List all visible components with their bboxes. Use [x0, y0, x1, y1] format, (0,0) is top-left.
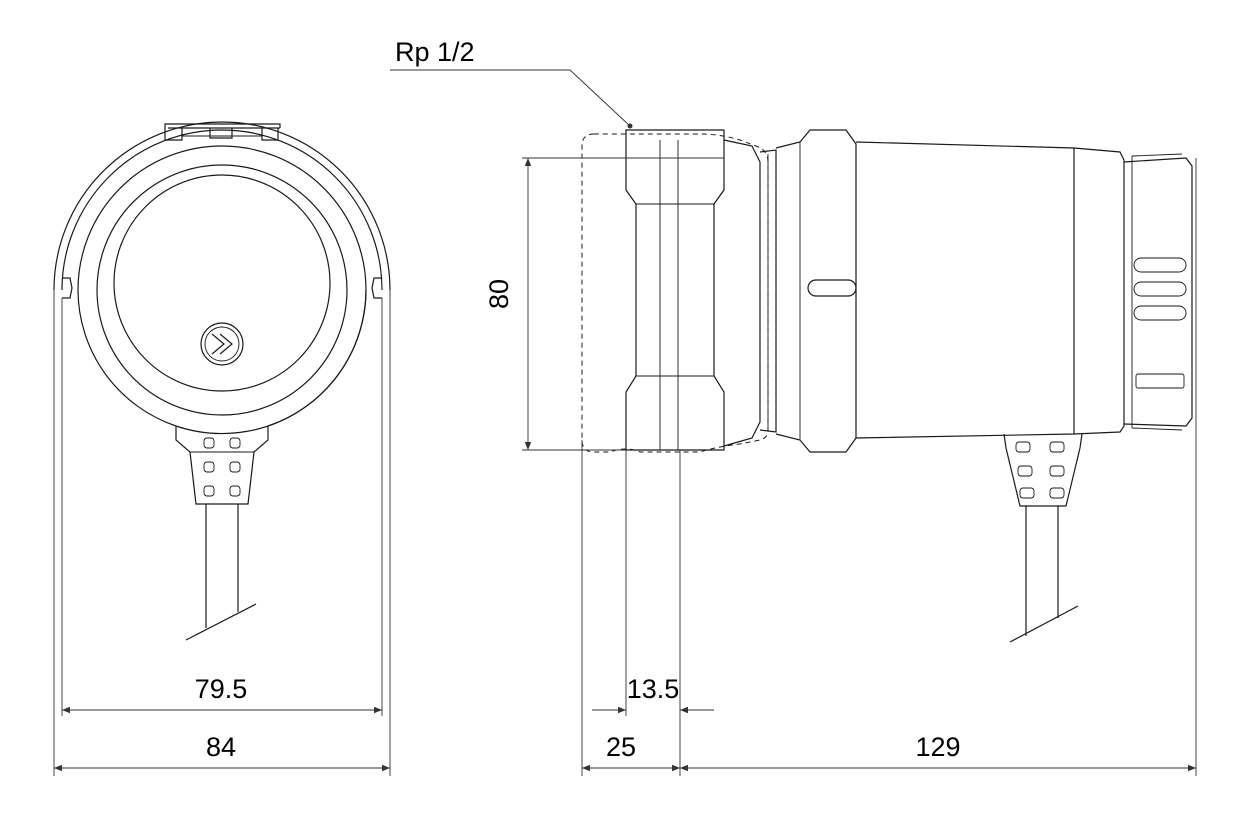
front-view — [53, 121, 391, 641]
pump-collar — [723, 139, 761, 447]
pump-nut — [775, 129, 857, 453]
dimensions — [53, 69, 1197, 776]
thread-leader — [390, 69, 631, 127]
outer-width-label: 84 — [206, 732, 236, 762]
front-side-clip-left — [62, 277, 73, 299]
front-top-clips — [164, 123, 281, 141]
front-rim — [96, 164, 348, 416]
front-motor-face — [113, 174, 331, 392]
front-outer-ring — [53, 121, 391, 291]
port-length-label: 25 — [606, 732, 636, 762]
side-view — [581, 129, 1193, 643]
thread-label: Rp 1/2 — [395, 37, 475, 67]
housing-dashed-outline — [581, 133, 769, 453]
front-cable — [185, 504, 257, 641]
front-cable-gland — [175, 426, 269, 505]
side-cable — [1009, 506, 1079, 643]
front-outer-ring-2 — [61, 129, 383, 291]
side-cable-gland — [1003, 433, 1083, 507]
front-side-clip-right — [371, 277, 382, 299]
inner-width-label: 79.5 — [195, 674, 248, 704]
pump-port-body — [625, 129, 725, 451]
port-offset-label: 13.5 — [627, 674, 680, 704]
body-length-label: 129 — [915, 732, 960, 762]
rotation-arrow-icon — [200, 322, 244, 366]
control-box — [1123, 157, 1193, 427]
height-label: 80 — [484, 279, 514, 309]
motor-body — [855, 141, 1075, 439]
